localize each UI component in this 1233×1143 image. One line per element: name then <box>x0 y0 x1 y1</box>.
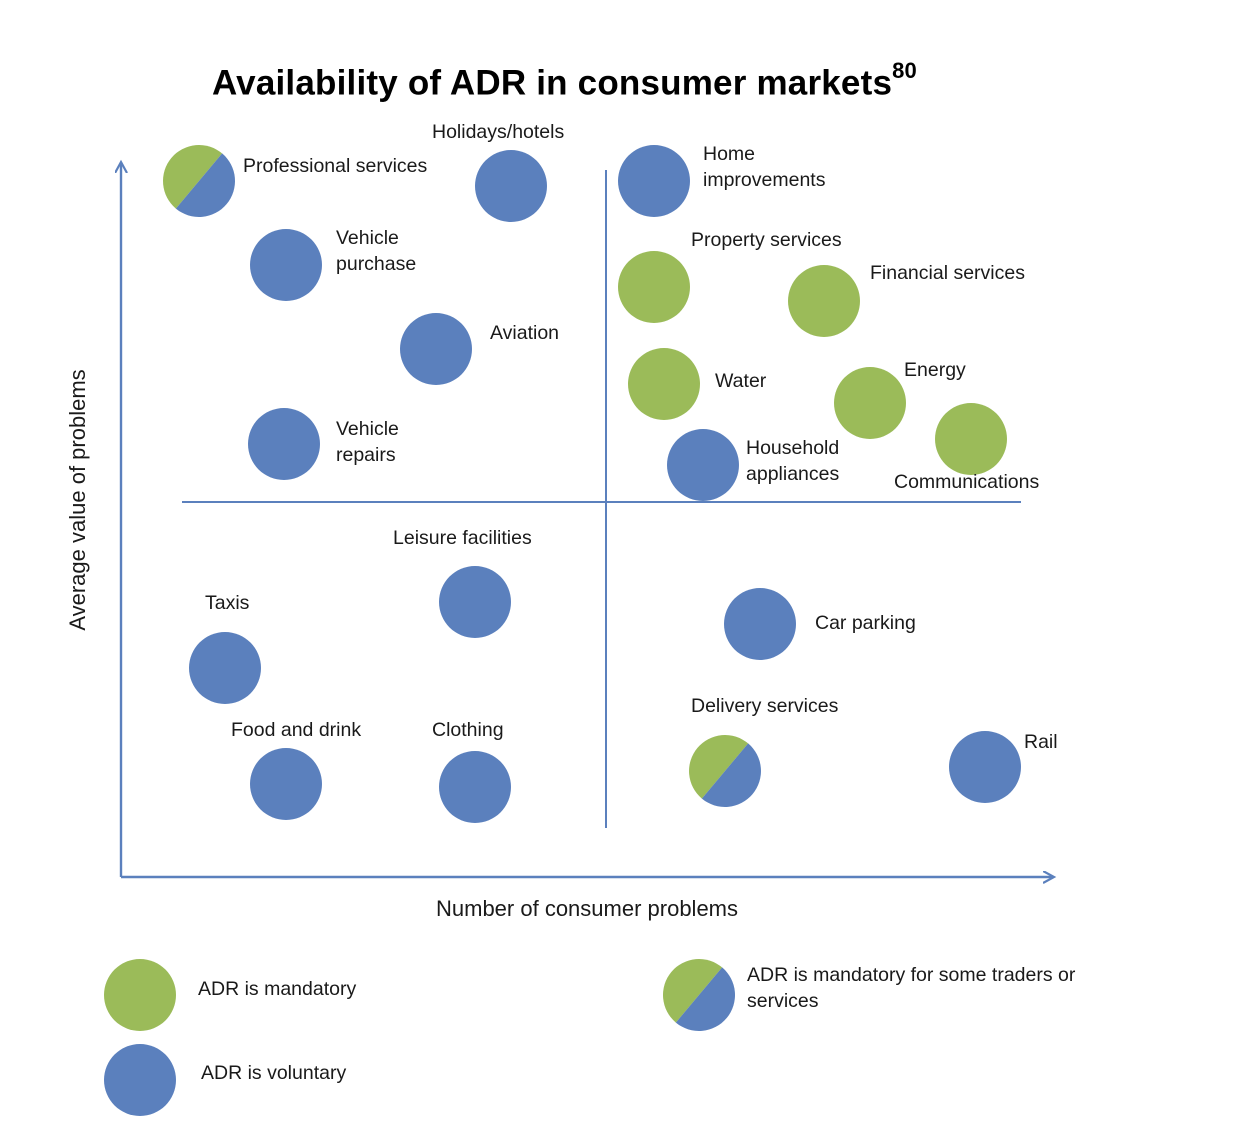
diagram-title: Availability of ADR in consumer markets8… <box>212 58 917 103</box>
x-axis-label: Number of consumer problems <box>436 896 739 921</box>
y-axis-label: Average value of problems <box>65 369 90 631</box>
circle-car-parking <box>724 588 796 660</box>
label-car-parking: Car parking <box>815 612 916 634</box>
legend-voluntary-label: ADR is voluntary <box>201 1062 347 1084</box>
circle-leisure-facilities <box>439 566 511 638</box>
circle-professional-services <box>162 144 235 217</box>
label-delivery-services: Delivery services <box>691 695 839 717</box>
label-energy: Energy <box>904 359 966 381</box>
legend-voluntary-swatch <box>104 1044 176 1116</box>
label-financial-services: Financial services <box>870 262 1025 284</box>
circle-energy <box>834 367 906 439</box>
circle-home-improvements <box>618 145 690 217</box>
mandatory-segment <box>689 735 749 799</box>
voluntary-segment <box>701 743 761 807</box>
label-holidays-hotels: Holidays/hotels <box>432 121 565 143</box>
label-property-services: Property services <box>691 229 842 251</box>
circle-food-and-drink <box>250 748 322 820</box>
circle-household-appliances <box>667 429 739 501</box>
label-vehicle-repairs: Vehicle repairs <box>336 418 399 466</box>
legend-mandatory-swatch <box>104 959 176 1031</box>
legend-mandatory-label: ADR is mandatory <box>198 978 357 1000</box>
label-rail: Rail <box>1024 731 1058 753</box>
label-communications: Communications <box>894 471 1040 493</box>
label-home-improvements: Home improvements <box>703 143 826 191</box>
circle-property-services <box>618 251 690 323</box>
label-aviation: Aviation <box>490 322 560 344</box>
voluntary-segment <box>175 153 235 217</box>
label-water: Water <box>715 370 767 392</box>
circle-delivery-services <box>689 735 761 807</box>
circle-vehicle-repairs <box>248 408 320 480</box>
label-household-appliances: Household appliances <box>746 437 840 485</box>
circle-communications <box>935 403 1007 475</box>
legend-mixed-swatch <box>663 958 736 1031</box>
circle-aviation <box>400 313 472 385</box>
label-clothing: Clothing <box>432 719 504 741</box>
label-leisure-facilities: Leisure facilities <box>393 527 532 549</box>
circle-holidays-hotels <box>475 150 547 222</box>
circle-water <box>628 348 700 420</box>
mandatory-segment <box>663 958 723 1023</box>
circle-vehicle-purchase <box>250 229 322 301</box>
circle-clothing <box>439 751 511 823</box>
circle-taxis <box>189 632 261 704</box>
circle-rail <box>949 731 1021 803</box>
circle-financial-services <box>788 265 860 337</box>
mandatory-segment <box>162 144 223 209</box>
label-taxis: Taxis <box>205 592 250 614</box>
label-professional-services: Professional services <box>243 155 428 177</box>
voluntary-segment <box>675 967 736 1031</box>
legend-mixed-label: ADR is mandatory for some traders or ser… <box>747 964 1076 1012</box>
label-food-and-drink: Food and drink <box>231 719 362 741</box>
label-vehicle-purchase: Vehicle purchase <box>336 227 417 275</box>
